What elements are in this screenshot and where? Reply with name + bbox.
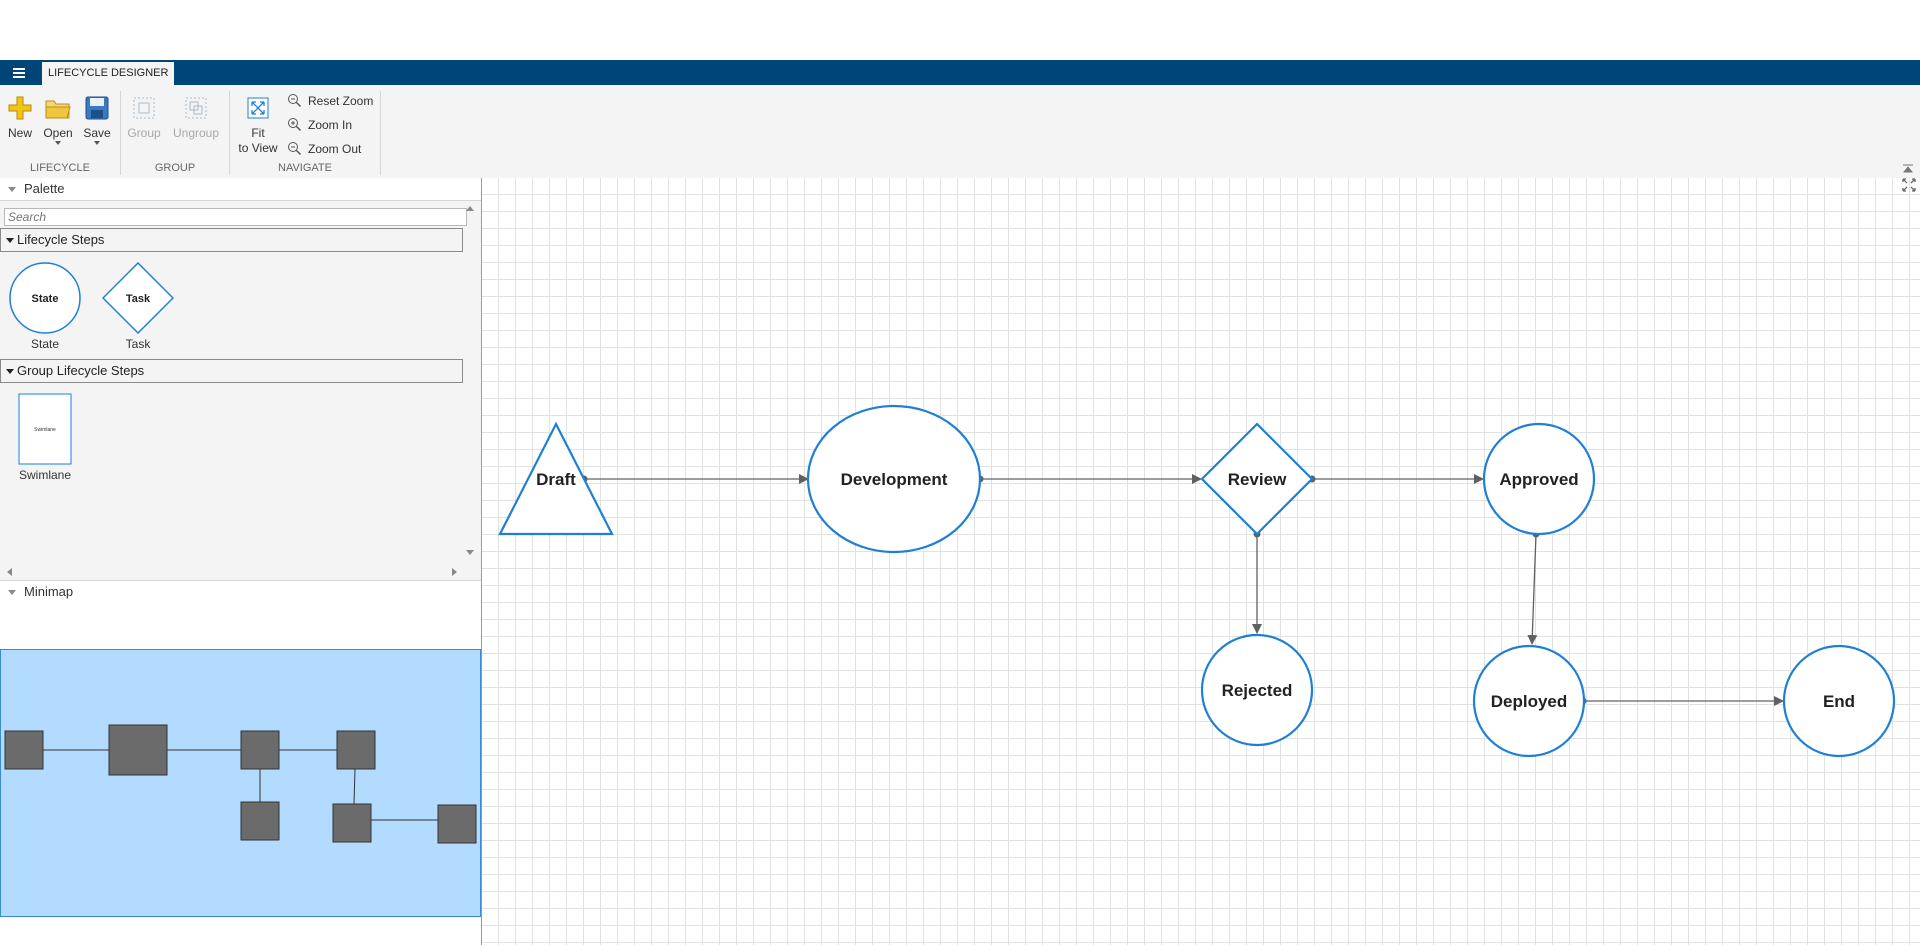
plus-icon	[8, 96, 32, 120]
swimlane-shape-text: Swimlane	[34, 427, 56, 433]
node-label: Review	[1228, 470, 1287, 489]
scroll-left-arrow-icon[interactable]	[7, 568, 12, 576]
scroll-down-arrow-icon[interactable]	[466, 550, 474, 555]
ungroup-label: Ungroup	[172, 126, 220, 140]
reset-zoom-button[interactable]: Reset Zoom	[287, 93, 373, 108]
open-button[interactable]: Open	[43, 95, 73, 145]
palette-item-task[interactable]: Task Task	[101, 261, 175, 351]
diagram-canvas[interactable]: Draft Development Review Approved Reject…	[482, 178, 1920, 945]
node-approved[interactable]: Approved	[1482, 422, 1596, 536]
fit-to-view-icon	[247, 97, 269, 119]
minimap-node	[108, 724, 168, 776]
group-label: Group	[127, 126, 161, 140]
collapse-arrow-icon	[8, 590, 16, 596]
palette-item-label: Task	[125, 337, 151, 351]
group-label-navigate: NAVIGATE	[278, 162, 332, 174]
chevron-down-icon	[55, 141, 61, 145]
zoom-in-label: Zoom In	[308, 117, 353, 132]
node-label: Development	[841, 470, 948, 489]
state-shape-icon: State	[9, 262, 81, 334]
palette-item-label: State	[30, 337, 60, 351]
minimap[interactable]	[0, 603, 481, 945]
minimap-header[interactable]: Minimap	[0, 580, 481, 604]
node-label: Deployed	[1491, 692, 1568, 711]
ribbon-divider	[380, 91, 381, 175]
group-label-group: GROUP	[154, 162, 196, 174]
palette-title: Palette	[24, 181, 65, 196]
minimap-overview	[4, 724, 477, 844]
left-panel: Palette Lifecycle Steps State State Task…	[0, 178, 482, 945]
zoom-out-button[interactable]: Zoom Out	[287, 141, 361, 156]
palette-item-state[interactable]: State State	[9, 262, 81, 351]
new-button[interactable]: New	[6, 95, 34, 141]
node-end[interactable]: End	[1782, 644, 1896, 758]
minimap-title: Minimap	[24, 584, 74, 599]
minimap-node	[332, 803, 372, 843]
task-shape-icon: Task	[101, 261, 175, 335]
title-bar: LIFECYCLE DESIGNER	[0, 60, 1920, 85]
reset-zoom-label: Reset Zoom	[308, 93, 374, 108]
fit-label-2: to View	[238, 141, 278, 155]
zoom-in-button[interactable]: Zoom In	[287, 117, 352, 132]
minimap-node	[437, 804, 477, 844]
section-title: Lifecycle Steps	[17, 232, 105, 247]
group-icon	[133, 97, 155, 119]
open-label: Open	[43, 126, 73, 140]
section-group-lifecycle-steps[interactable]: Group Lifecycle Steps	[0, 359, 463, 383]
reset-zoom-icon	[288, 94, 302, 108]
collapse-ribbon-icon[interactable]	[1902, 163, 1914, 175]
node-draft[interactable]: Draft	[498, 421, 614, 536]
save-label: Save	[83, 126, 111, 140]
zoom-out-label: Zoom Out	[308, 141, 362, 156]
save-button[interactable]: Save	[83, 95, 111, 145]
node-label: End	[1823, 692, 1855, 711]
collapse-arrow-icon	[8, 187, 16, 193]
expand-canvas-icon[interactable]	[1902, 178, 1916, 192]
node-review[interactable]: Review	[1200, 422, 1314, 536]
expand-arrow-icon	[6, 238, 14, 244]
minimap-node	[336, 730, 376, 770]
node-label: Draft	[536, 470, 576, 489]
floppy-disk-icon	[85, 96, 109, 120]
minimap-node	[240, 801, 280, 841]
scroll-right-arrow-icon[interactable]	[452, 568, 457, 576]
chevron-down-icon	[94, 141, 100, 145]
search-input[interactable]	[4, 208, 467, 226]
palette-item-swimlane[interactable]: Swimlane Swimlane	[9, 393, 81, 482]
diagram-svg: Draft Development Review Approved Reject…	[498, 404, 1896, 758]
node-label: Rejected	[1222, 681, 1293, 700]
ribbon-divider	[229, 91, 230, 175]
node-deployed[interactable]: Deployed	[1472, 644, 1586, 758]
ungroup-icon	[185, 97, 207, 119]
palette-header[interactable]: Palette	[0, 178, 481, 201]
minimap-viewport[interactable]	[0, 649, 481, 917]
node-rejected[interactable]: Rejected	[1200, 633, 1314, 747]
task-shape-text: Task	[126, 293, 151, 305]
group-label-lifecycle: LIFECYCLE	[30, 162, 90, 174]
node-development[interactable]: Development	[806, 404, 982, 554]
section-title: Group Lifecycle Steps	[17, 363, 145, 378]
fit-label-1: Fit	[251, 126, 265, 140]
folder-icon	[45, 100, 71, 119]
section-lifecycle-steps[interactable]: Lifecycle Steps	[0, 228, 463, 252]
fit-to-view-button[interactable]: Fit to View	[236, 95, 280, 156]
ungroup-button[interactable]: Ungroup	[172, 95, 220, 141]
state-shape-text: State	[32, 293, 59, 305]
minimap-node	[4, 730, 44, 770]
zoom-out-icon	[288, 142, 302, 156]
tab-lifecycle-designer[interactable]: LIFECYCLE DESIGNER	[42, 62, 175, 85]
node-label: Approved	[1499, 470, 1578, 489]
group-button[interactable]: Group	[126, 95, 162, 141]
new-label: New	[7, 126, 32, 140]
zoom-in-icon	[288, 118, 302, 132]
menu-icon[interactable]	[0, 60, 38, 85]
expand-arrow-icon	[6, 369, 14, 375]
palette-item-label: Swimlane	[18, 468, 72, 482]
scroll-up-arrow-icon[interactable]	[466, 206, 474, 211]
ribbon-divider	[120, 91, 121, 175]
minimap-node	[240, 730, 280, 770]
ribbon-toolbar: New Open Save LIFECYCLE Group	[0, 85, 1920, 179]
swimlane-shape-icon: Swimlane	[18, 393, 72, 465]
edge-approved-deployed[interactable]	[1527, 533, 1538, 645]
